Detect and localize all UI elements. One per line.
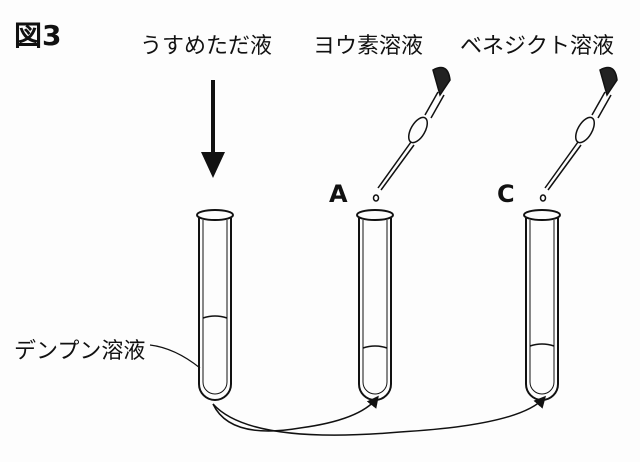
tube-a-label: A [329,180,348,208]
test-tube-c [523,209,561,401]
benedict-label: ベネジクト溶液 [460,34,615,59]
transfer-arrows [212,395,546,436]
test-tube-a [356,209,394,401]
tube-c-label: C [497,180,515,208]
saliva-label: うすめただ液 [140,34,273,59]
saliva-arrow [201,80,225,178]
dropper-iodine [372,66,451,202]
dropper-benedict [539,66,618,202]
starch-label: デンプン溶液 [14,339,146,364]
figure-title: 図3 [14,19,62,52]
test-tube-starch [196,209,234,401]
iodine-label: ヨウ素溶液 [313,34,424,59]
starch-leader-line [149,344,201,369]
